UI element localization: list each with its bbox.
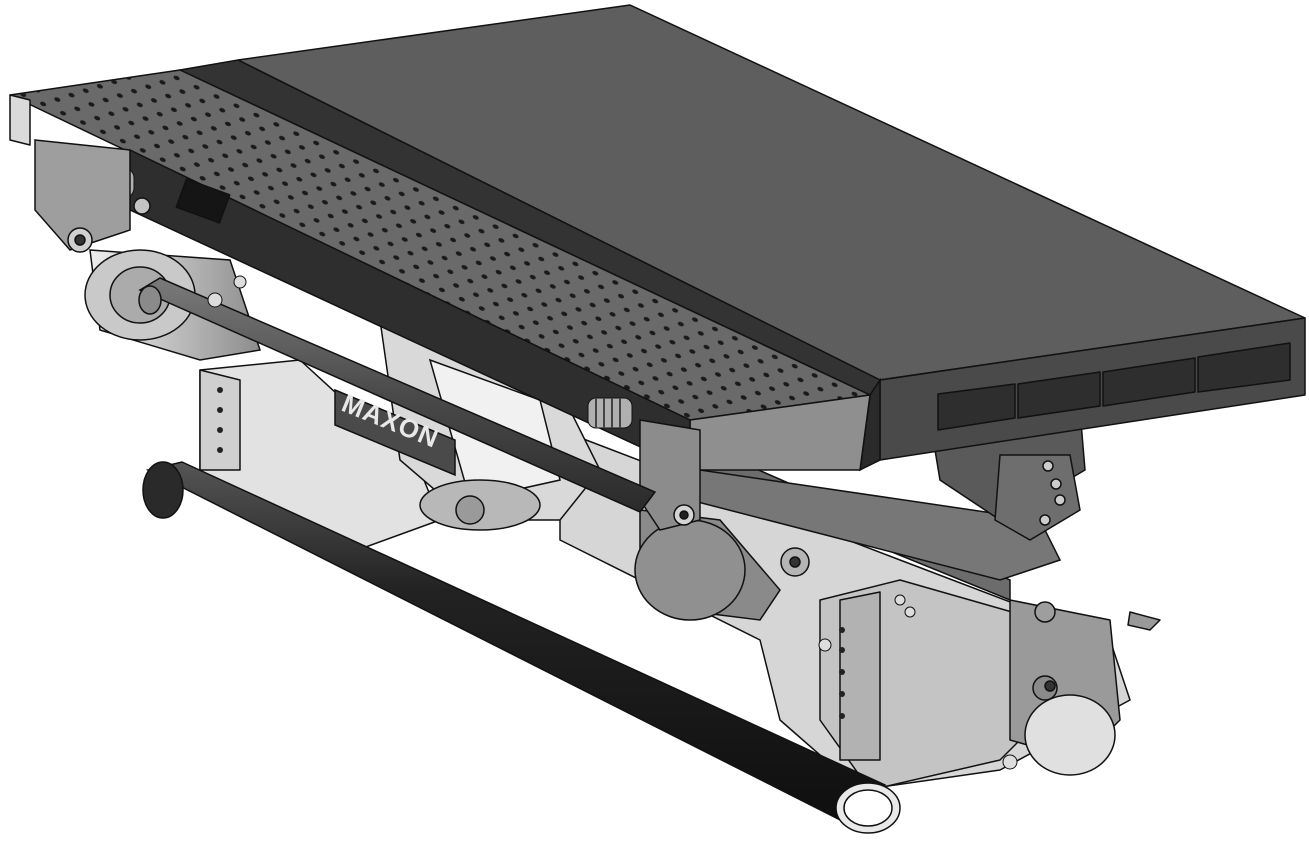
platform-solid-panel (237, 4, 1306, 461)
hinge-plates (34, 139, 701, 531)
bracket-holes-right (839, 627, 845, 719)
bracket-holes-left (217, 387, 223, 453)
bolts (207, 275, 1018, 770)
platform-perforated-panel (9, 69, 871, 471)
torsion-bar (138, 277, 657, 513)
roller-tube (142, 461, 901, 834)
hydraulic-assembly (84, 249, 1062, 621)
